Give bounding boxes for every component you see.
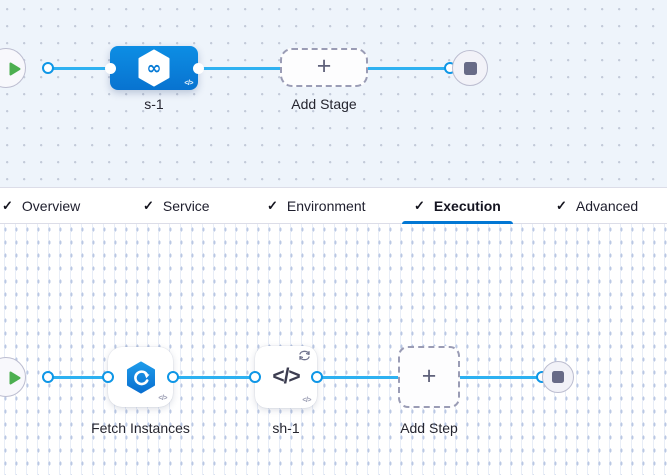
pipeline-end-node [452, 50, 488, 86]
execution-end-node [542, 361, 574, 393]
yaml-code-badge: </> [184, 80, 193, 87]
add-stage-button[interactable]: + [280, 48, 368, 87]
plus-icon: + [421, 361, 437, 390]
tab-service[interactable]: ✓ Service [131, 188, 222, 223]
yaml-code-badge: </> [302, 397, 311, 404]
check-icon: ✓ [143, 197, 154, 213]
add-stage-label: Add Stage [291, 96, 357, 112]
stage-label: s-1 [144, 96, 164, 112]
stage-canvas[interactable]: ∞ </> s-1 + Add Stage [0, 0, 667, 187]
deploy-stage-icon: ∞ [138, 49, 170, 87]
check-icon: ✓ [414, 197, 425, 213]
play-icon [9, 62, 21, 76]
check-icon: ✓ [267, 197, 278, 213]
stop-icon [552, 371, 564, 383]
check-icon: ✓ [2, 197, 13, 213]
node-port [310, 370, 323, 383]
add-step-button[interactable]: + [398, 346, 460, 408]
node-port [101, 370, 114, 383]
tab-label: Execution [433, 197, 501, 214]
check-icon: ✓ [556, 197, 567, 213]
tab-environment[interactable]: ✓ Environment [255, 188, 378, 223]
node-port [166, 370, 179, 383]
step-label: Fetch Instances [91, 420, 190, 436]
plus-icon: + [316, 52, 332, 80]
play-icon [9, 371, 21, 385]
stop-icon [463, 61, 477, 75]
stage-edge-line [48, 66, 452, 70]
tab-label: Overview [21, 197, 81, 214]
stage-config-tabs: ✓ Overview ✓ Service ✓ Environment ✓ Exe… [0, 187, 667, 224]
fetch-instances-icon [126, 361, 155, 393]
tab-label: Environment [286, 197, 366, 214]
tab-execution[interactable]: ✓ Execution [402, 188, 513, 224]
node-port [192, 62, 204, 74]
add-step-label: Add Step [400, 420, 458, 436]
stage-node-s1[interactable]: ∞ </> [110, 46, 198, 90]
execution-start-node [0, 357, 26, 397]
execution-canvas[interactable]: </> Fetch Instances </> </> sh-1 + Add S… [0, 224, 667, 475]
tab-label: Advanced [575, 197, 639, 214]
tab-advanced[interactable]: ✓ Advanced [544, 188, 650, 223]
tab-label: Service [162, 197, 210, 214]
edge-connector [41, 370, 54, 383]
pipeline-start-node [0, 48, 26, 88]
step-node-fetch-instances[interactable]: </> [108, 347, 173, 407]
svg-text:∞: ∞ [147, 58, 162, 79]
shell-script-icon: </> [272, 365, 300, 388]
yaml-code-badge: </> [158, 395, 167, 402]
edge-connector [41, 61, 54, 74]
node-port [248, 370, 261, 383]
step-label: sh-1 [272, 420, 300, 436]
step-node-sh1[interactable]: </> </> [255, 346, 317, 408]
node-port [104, 62, 116, 74]
loop-strategy-icon [299, 350, 310, 361]
tab-overview[interactable]: ✓ Overview [0, 188, 92, 223]
